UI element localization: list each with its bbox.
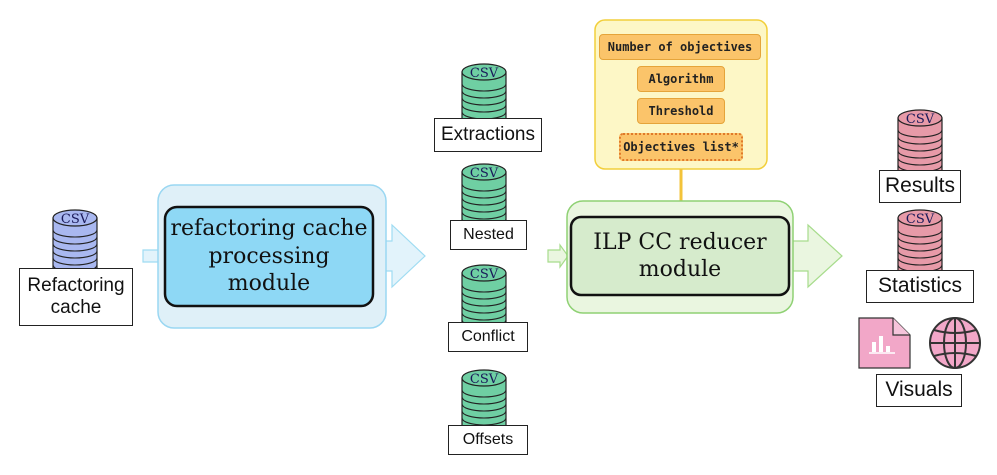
conflict-database-icon-text: CSV bbox=[470, 267, 499, 282]
results-database-icon-text: CSV bbox=[906, 112, 935, 127]
param-objectives-list: Objectives list* bbox=[619, 133, 743, 161]
arrow-outputs-to-reducer bbox=[547, 243, 569, 269]
input-database-icon: CSV bbox=[52, 209, 98, 280]
statistics-database-icon: CSV bbox=[897, 209, 943, 280]
chart-document-icon bbox=[858, 317, 911, 369]
nested-database-icon-text: CSV bbox=[470, 166, 499, 181]
output-label-statistics: Statistics bbox=[866, 270, 974, 303]
processing-module-inner bbox=[163, 205, 375, 308]
param-algorithm: Algorithm bbox=[637, 66, 725, 92]
offsets-database-icon: CSV bbox=[461, 369, 507, 440]
reducer-module-inner bbox=[569, 215, 791, 297]
database-icons: CSV CSV CSV CSV CSV CSV CSV bbox=[52, 63, 943, 440]
output-label-extractions: Extractions bbox=[434, 118, 542, 152]
output-label-results: Results bbox=[879, 170, 961, 203]
processing-module-title: refactoring cache processing module bbox=[170, 216, 368, 297]
output-label-nested: Nested bbox=[450, 220, 527, 250]
input-label-refactoring-cache: Refactoring cache bbox=[19, 268, 133, 326]
globe-icon bbox=[929, 317, 981, 369]
output-label-visuals: Visuals bbox=[876, 374, 962, 407]
param-threshold: Threshold bbox=[637, 98, 725, 124]
input-database-icon-text: CSV bbox=[61, 212, 90, 227]
offsets-database-icon-text: CSV bbox=[470, 372, 499, 387]
arrow-reducer-to-results bbox=[790, 223, 843, 289]
results-database-icon: CSV bbox=[897, 109, 943, 180]
reducer-module-title: ILP CC reducer module bbox=[593, 229, 767, 283]
output-label-conflict: Conflict bbox=[448, 322, 528, 352]
statistics-database-icon-text: CSV bbox=[906, 212, 935, 227]
extractions-database-icon-text: CSV bbox=[470, 66, 499, 81]
param-number-of-objectives: Number of objectives bbox=[599, 34, 761, 60]
conflict-database-icon: CSV bbox=[461, 264, 507, 335]
output-label-offsets: Offsets bbox=[448, 425, 528, 455]
